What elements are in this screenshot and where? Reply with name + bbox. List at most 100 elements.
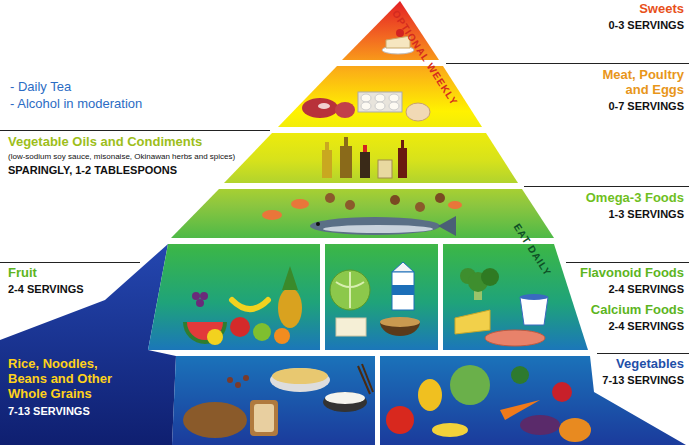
flavonoid-food-icon xyxy=(336,272,364,308)
grain-icon xyxy=(325,392,365,404)
side-note: - Alcohol in moderation xyxy=(10,97,142,112)
fruit-icon xyxy=(196,299,204,307)
oil-bottle-icon xyxy=(398,148,407,178)
calcium-food-icon xyxy=(455,310,490,334)
rule-line xyxy=(566,262,689,263)
vegetable-icon xyxy=(432,423,468,437)
omega-3-food-icon xyxy=(345,200,355,210)
servings-label: 1-3 SERVINGS xyxy=(608,208,684,221)
fruit-icon xyxy=(200,292,208,300)
meat-icon xyxy=(375,94,385,102)
vegetable-icon xyxy=(559,418,591,442)
edge-caption: EAT DAILY xyxy=(511,222,552,278)
servings-label: 2-4 SERVINGS xyxy=(608,283,684,296)
rule-line xyxy=(597,353,689,354)
tier-note: (low-sodium soy sauce, misonaise, Okinaw… xyxy=(8,152,235,161)
servings-label: 2-4 SERVINGS xyxy=(608,320,684,333)
grain-icon xyxy=(227,377,233,383)
rule-line xyxy=(0,64,689,354)
omega-3-food-icon xyxy=(310,217,440,235)
tier-heading: Flavonoid Foods xyxy=(580,266,684,281)
omega-3-food-icon xyxy=(325,193,335,203)
oil-bottle-icon xyxy=(340,146,352,178)
servings-label: 2-4 SERVINGS xyxy=(8,283,84,296)
tier-heading: Sweets xyxy=(639,2,684,17)
oil-bottle-icon xyxy=(325,142,329,150)
fruit-icon xyxy=(183,322,227,344)
oil-bottle-icon xyxy=(344,137,348,146)
meat-icon xyxy=(361,102,371,110)
vegetable-icon xyxy=(520,415,560,435)
calcium-food-icon xyxy=(481,268,499,286)
tier-heading: Fruit xyxy=(8,266,37,281)
servings-label: SPARINGLY, 1-2 TABLESPOONS xyxy=(8,164,177,177)
vegetable-icon xyxy=(450,365,490,405)
calcium-food-icon xyxy=(455,268,548,346)
meat-icon xyxy=(389,94,399,102)
meat-icon xyxy=(335,102,355,118)
oil-bottle-icon xyxy=(322,137,407,178)
tier-heading: Calcium Foods xyxy=(591,303,684,318)
omega-3-food-icon xyxy=(415,202,425,212)
rule-line xyxy=(0,262,140,263)
tier-heading: Meat, Poultry and Eggs xyxy=(584,68,684,98)
omega-3-food-icon xyxy=(262,193,462,236)
fruit-icon xyxy=(278,288,302,328)
tier-heading: Rice, Noodles, Beans and Other Whole Gra… xyxy=(8,357,128,402)
grain-icon xyxy=(272,368,328,384)
fruit-icon xyxy=(232,300,268,309)
grain-icon xyxy=(183,364,373,438)
omega-3-food-icon xyxy=(291,199,309,209)
flavonoid-food-icon xyxy=(392,262,414,272)
flavonoid-food-icon xyxy=(380,317,420,327)
oil-bottle-icon xyxy=(401,140,404,148)
meat-icon xyxy=(406,103,430,121)
tier-heading: Vegetable Oils and Condiments xyxy=(8,135,202,150)
fruit-icon xyxy=(192,292,200,300)
meat-icon xyxy=(389,102,399,110)
grain-icon xyxy=(183,402,247,438)
flavonoid-food-icon xyxy=(336,318,366,336)
pyramid-tier xyxy=(148,244,320,350)
oil-bottle-icon xyxy=(322,150,332,178)
pyramid-tier xyxy=(325,244,438,350)
flavonoid-food-icon xyxy=(392,272,414,310)
rule-line xyxy=(0,130,270,131)
meat-icon xyxy=(302,92,430,121)
servings-label: 0-3 SERVINGS xyxy=(608,19,684,32)
fruit-icon xyxy=(274,328,290,344)
meat-icon xyxy=(375,102,385,110)
servings-label: 7-13 SERVINGS xyxy=(602,374,684,387)
side-note: - Daily Tea xyxy=(10,80,71,95)
grain-icon xyxy=(243,375,249,381)
rule-line xyxy=(446,63,689,64)
meat-icon xyxy=(361,94,371,102)
omega-3-food-icon xyxy=(390,195,400,205)
tier-heading: Vegetables xyxy=(616,357,684,372)
omega-3-food-icon xyxy=(323,225,433,233)
tier-heading: Omega-3 Foods xyxy=(586,191,684,206)
servings-label: 7-13 SERVINGS xyxy=(8,405,90,418)
grain-icon xyxy=(235,382,241,388)
grain-icon xyxy=(323,392,367,412)
vegetable-icon xyxy=(386,365,591,442)
grain-icon xyxy=(270,368,330,392)
pyramid-tier xyxy=(172,356,375,445)
servings-label: 0-7 SERVINGS xyxy=(608,100,684,113)
oil-bottle-icon xyxy=(378,160,392,178)
fruit-icon xyxy=(282,266,298,290)
omega-3-food-icon xyxy=(435,193,445,203)
fruit-icon xyxy=(207,329,223,345)
flavonoid-food-icon xyxy=(392,285,414,295)
flavonoid-food-icon xyxy=(330,270,370,310)
grain-icon xyxy=(250,400,278,436)
meat-icon xyxy=(358,92,402,112)
rule-line xyxy=(524,186,689,187)
calcium-food-icon xyxy=(485,330,545,346)
oil-bottle-icon xyxy=(363,145,367,152)
oil-bottle-icon xyxy=(360,152,370,178)
meat-icon xyxy=(302,98,338,118)
fruit-icon xyxy=(183,266,302,345)
omega-3-food-icon xyxy=(438,216,456,236)
